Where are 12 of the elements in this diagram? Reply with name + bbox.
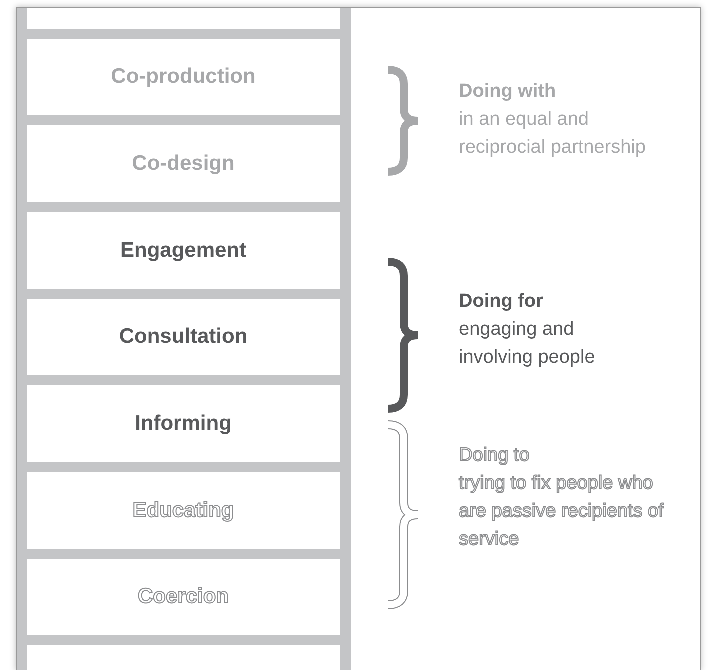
group-description: engaging and involving people <box>459 318 596 370</box>
rung-label: Coercion <box>138 585 229 609</box>
group-description: in an equal and reciprocial partnership <box>459 108 647 160</box>
rung-label: Consultation <box>119 325 248 349</box>
rung-label: Informing <box>135 412 232 436</box>
rung-label: Engagement <box>120 238 247 262</box>
group-heading: Doing for <box>459 290 544 314</box>
group-heading: Doing to <box>459 444 530 468</box>
rung-label: Co-design <box>132 152 235 176</box>
rung-label: Co-production <box>111 65 256 89</box>
group-heading: Doing with <box>459 80 556 104</box>
rung-label: Educating <box>132 498 234 522</box>
